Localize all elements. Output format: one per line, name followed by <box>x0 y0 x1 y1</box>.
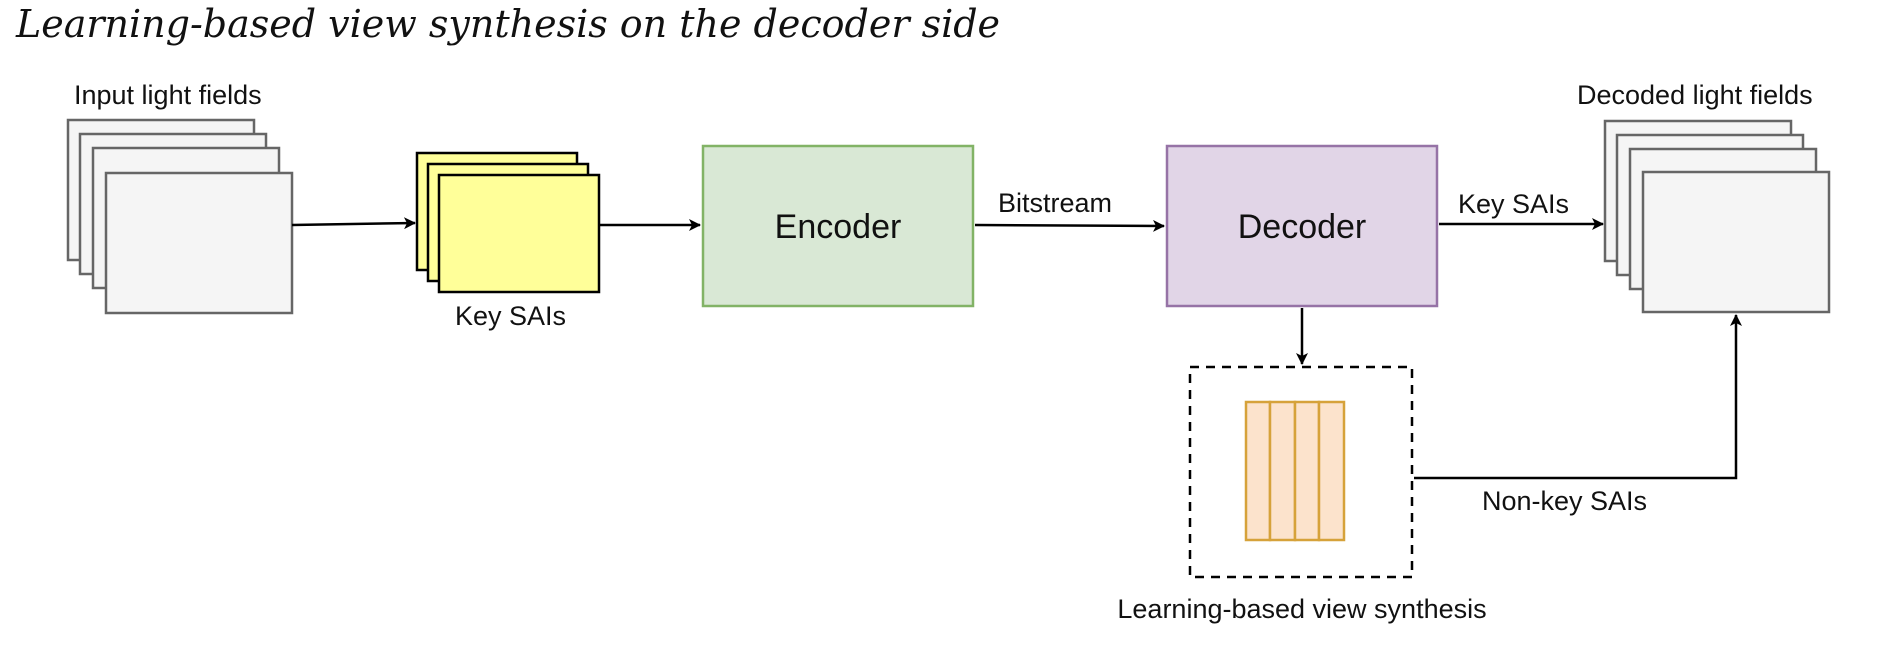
network-layer-3 <box>1293 400 1321 542</box>
bitstream-label: Bitstream <box>998 188 1112 218</box>
network-layer-2 <box>1268 400 1297 542</box>
arrow-input-to-key-sais <box>291 217 416 230</box>
synthesis-dashed-box <box>1188 365 1414 579</box>
decoder-label: Decoder <box>1238 208 1367 246</box>
key-sais-stack <box>415 151 601 294</box>
key-sais-out-label: Key SAIs <box>1458 189 1569 219</box>
figure-title: Learning-based view synthesis on the dec… <box>16 2 1001 46</box>
synthesis-label: Learning-based view synthesis <box>1117 594 1486 624</box>
input-light-fields-stack <box>66 118 294 315</box>
network-layer-1 <box>1244 400 1272 542</box>
encoder-label: Encoder <box>775 208 902 246</box>
input-frame-4 <box>104 171 294 315</box>
input-light-fields-label: Input light fields <box>74 80 262 110</box>
neural-network-icon <box>1244 400 1346 542</box>
key-sai-frame-3 <box>437 173 601 294</box>
decoded-light-fields-stack <box>1603 119 1831 314</box>
nonkey-sais-label: Non-key SAIs <box>1482 486 1647 516</box>
decoder-box <box>1165 144 1439 308</box>
arrow-encoder-to-decoder <box>974 219 1165 232</box>
arrow-synthesis-to-decoded <box>1414 314 1742 480</box>
decoded-light-fields-label: Decoded light fields <box>1577 80 1813 110</box>
encoder-box <box>701 144 975 308</box>
network-layer-4 <box>1317 400 1346 542</box>
key-sais-label: Key SAIs <box>455 301 566 331</box>
decoded-frame-4 <box>1641 170 1831 314</box>
